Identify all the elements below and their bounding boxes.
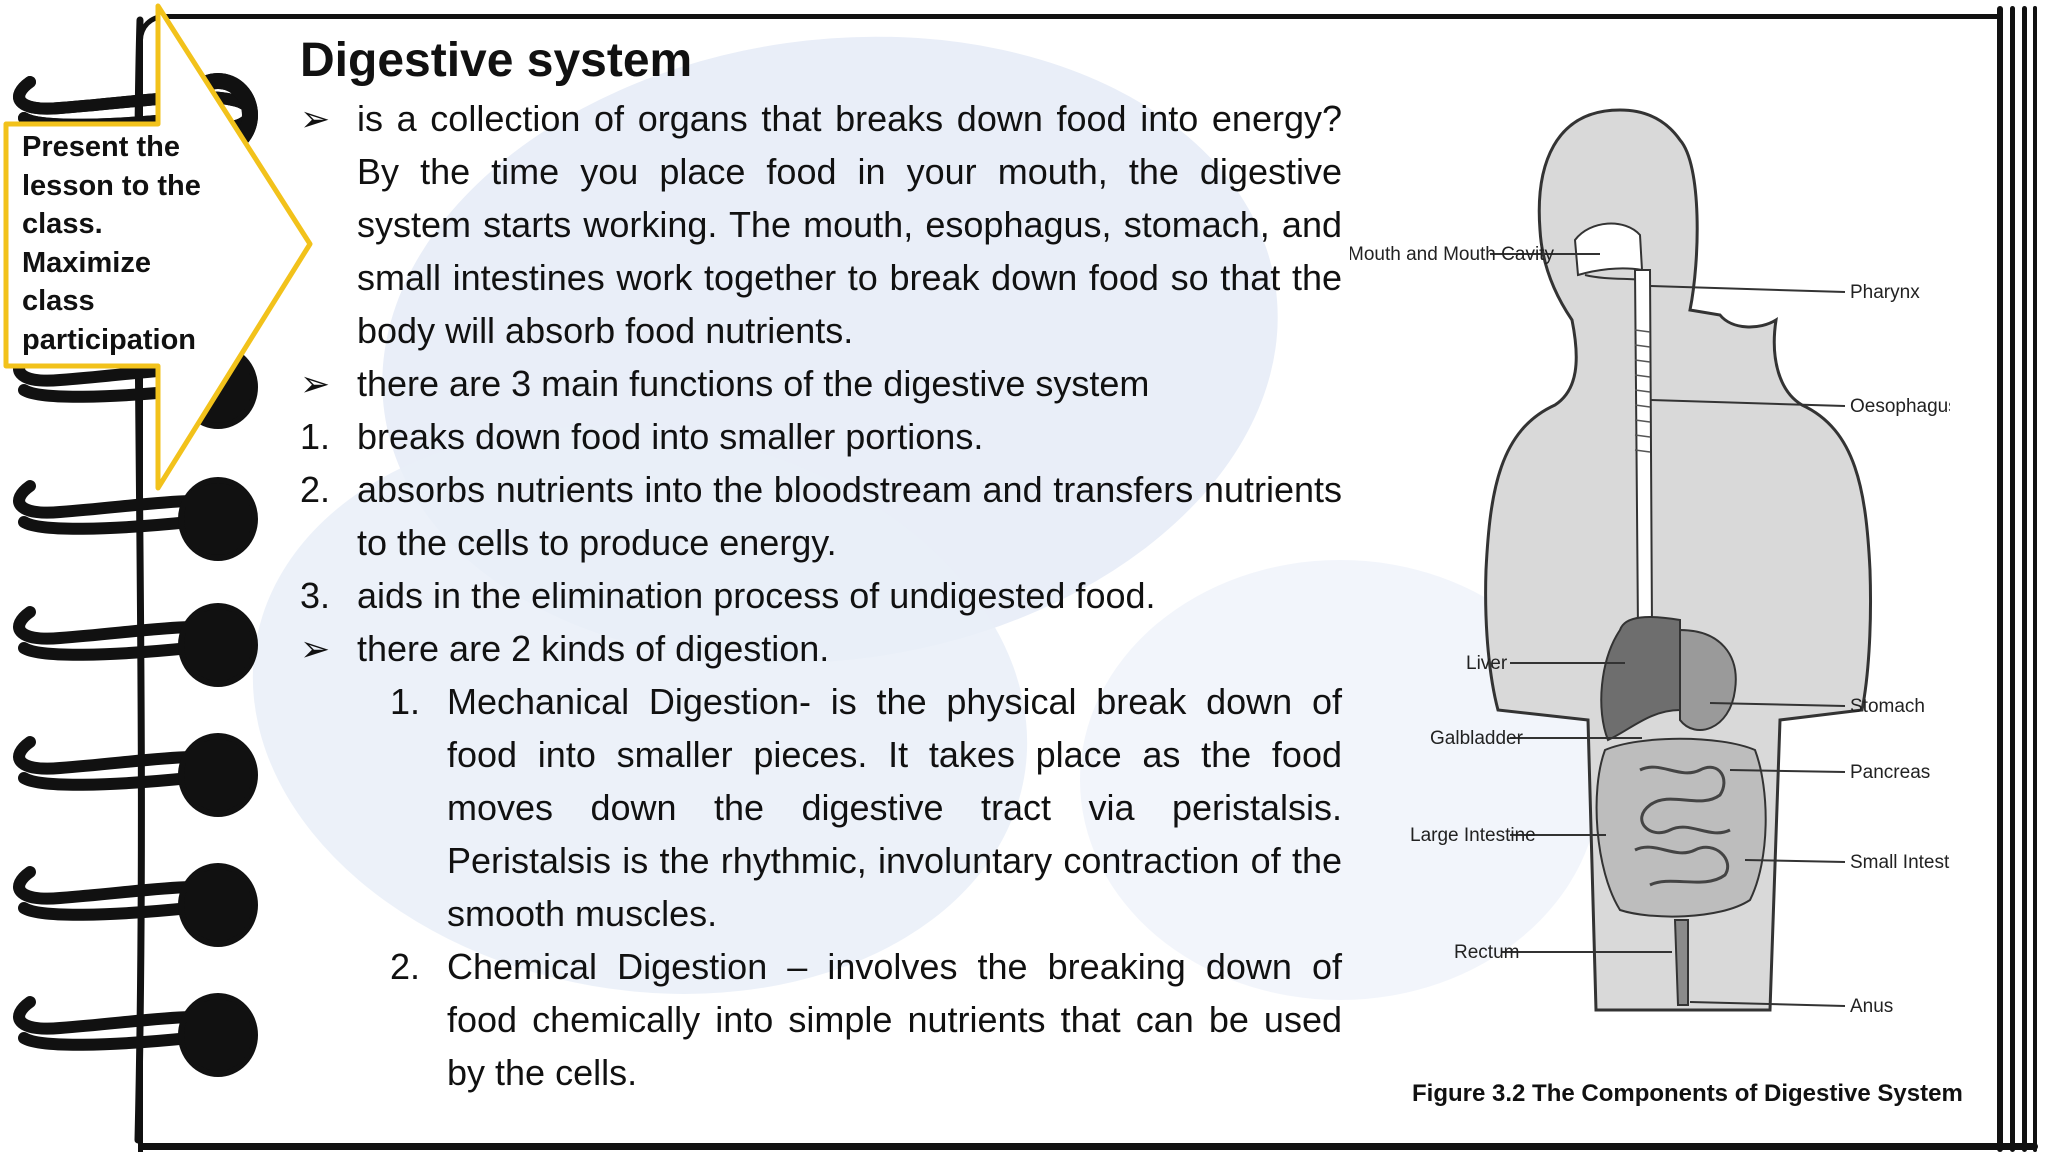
list-item-text: is a collection of organs that breaks do…	[357, 98, 1342, 351]
list-item: ➢ there are 3 main functions of the dige…	[300, 357, 1342, 410]
notebook-right-edge	[2022, 6, 2027, 1152]
list-number: 2.	[300, 469, 331, 510]
label-anus: Anus	[1850, 996, 1893, 1017]
sub-list-item: 1. Mechanical Digestion- is the physical…	[300, 675, 1342, 940]
list-item: 1. breaks down food into smaller portion…	[300, 410, 1342, 463]
digestive-system-diagram: Mouth and Mouth Cavity Liver Galbladder …	[1350, 108, 1950, 1017]
list-number: 2.	[390, 946, 421, 987]
callout-arrow-shape	[3, 3, 313, 491]
body-silhouette	[1484, 108, 1873, 1012]
list-item-text: breaks down food into smaller portions.	[357, 416, 984, 457]
list-item: 2. absorbs nutrients into the bloodstrea…	[300, 463, 1342, 569]
list-item-text: there are 3 main functions of the digest…	[357, 363, 1150, 404]
list-number: 1.	[300, 416, 331, 457]
label-small-intestine: Small Intestine	[1850, 852, 1950, 873]
label-pancreas: Pancreas	[1850, 762, 1930, 783]
list-item-text: aids in the elimination process of undig…	[357, 575, 1156, 616]
label-liver: Liver	[1466, 653, 1508, 674]
label-oesophagus: Oesophagus	[1850, 396, 1950, 417]
lesson-title: Digestive system	[300, 34, 693, 87]
sub-list-item: 2. Chemical Digestion – involves the bre…	[300, 940, 1342, 1099]
list-item: ➢ is a collection of organs that breaks …	[300, 92, 1342, 357]
list-item: ➢ there are 2 kinds of digestion.	[300, 622, 1342, 675]
figure-caption: Figure 3.2 The Components of Digestive S…	[1412, 1080, 1963, 1107]
label-rectum: Rectum	[1454, 942, 1519, 963]
label-mouth: Mouth and Mouth Cavity	[1350, 244, 1554, 265]
callout-instruction: Present the lesson to the class. Maximiz…	[22, 131, 201, 356]
label-large-intestine: Large Intestine	[1410, 825, 1536, 846]
list-item-text: there are 2 kinds of digestion.	[357, 628, 830, 669]
list-number: 1.	[390, 681, 421, 722]
label-stomach: Stomach	[1850, 696, 1925, 717]
list-item: 3. aids in the elimination process of un…	[300, 569, 1342, 622]
list-number: 3.	[300, 575, 331, 616]
notebook-right-edge	[1997, 6, 2003, 1152]
notebook-right-edge	[2033, 6, 2037, 1152]
list-item-text: Mechanical Digestion- is the physical br…	[447, 681, 1342, 934]
notebook-bottom-edge	[138, 1143, 2038, 1150]
label-pharynx: Pharynx	[1850, 282, 1920, 303]
label-galbladder: Galbladder	[1430, 728, 1524, 749]
list-item-text: absorbs nutrients into the bloodstream a…	[357, 469, 1342, 563]
arrow-bullet-icon: ➢	[300, 363, 331, 404]
list-item-text: Chemical Digestion – involves the breaki…	[447, 946, 1342, 1093]
notebook-right-edge	[2010, 6, 2015, 1152]
arrow-bullet-icon: ➢	[300, 98, 331, 139]
arrow-bullet-icon: ➢	[300, 628, 331, 669]
lesson-content: Digestive system ➢ is a collection of or…	[300, 30, 1342, 1099]
